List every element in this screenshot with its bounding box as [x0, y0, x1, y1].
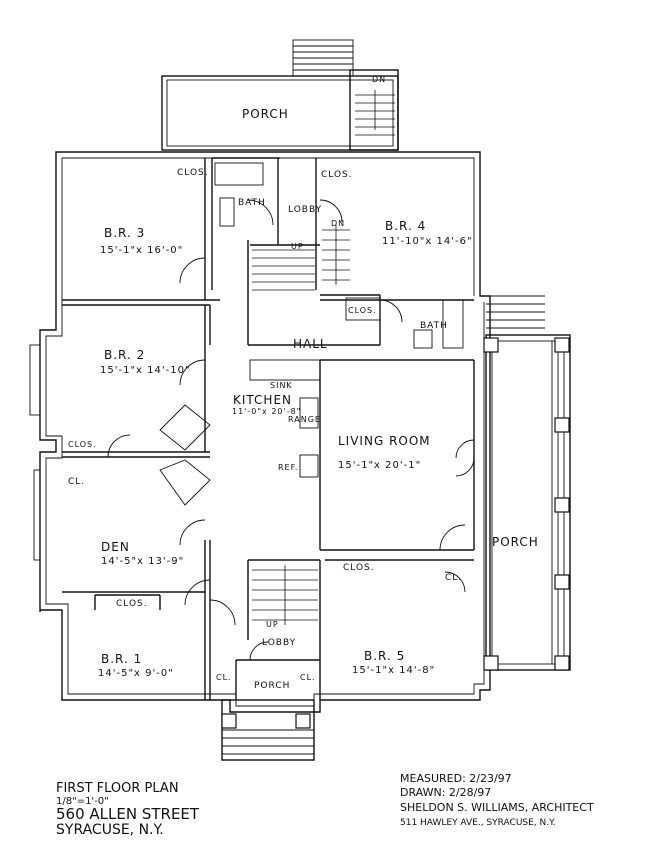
plan-address: 560 ALLEN STREET: [56, 805, 200, 823]
title-block: FIRST FLOOR PLAN 1/8"=1'-0" 560 ALLEN ST…: [56, 772, 594, 838]
door-swings: [107, 199, 475, 661]
clos-br5-label: CLOS.: [343, 563, 375, 573]
architect-name: SHELDON S. WILLIAMS, ARCHITECT: [400, 801, 594, 814]
dn-stair-label: DN: [331, 219, 345, 228]
room-labels: PORCH DN CLOS. BATH LOBBY CLOS. DN UP B.…: [68, 75, 539, 691]
den-label: DEN: [101, 540, 130, 554]
up-top-label: UP: [291, 242, 304, 251]
cl-b1-label: CL.: [216, 673, 232, 682]
plan-scale: 1/8"=1'-0": [56, 796, 109, 807]
clos-left-label: CLOS.: [68, 440, 97, 449]
range-label: RANGE: [288, 415, 321, 424]
up-bottom-label: UP: [266, 620, 279, 629]
living-room-label: LIVING ROOM: [338, 434, 431, 448]
br5-dimensions: 15'-1"x 14'-8": [352, 665, 435, 676]
kitchen-dimensions: 11'-0"x 20'-8": [232, 407, 301, 416]
br4-dimensions: 11'-10"x 14'-6": [382, 236, 473, 247]
measured-date: MEASURED: 2/23/97: [400, 772, 512, 785]
clos-br3-label: CLOS.: [177, 168, 209, 178]
porch-right-label: PORCH: [492, 535, 539, 549]
plan-title: FIRST FLOOR PLAN: [56, 781, 179, 796]
bath-right-label: BATH: [420, 321, 448, 331]
br1-dimensions: 14'-5"x 9'-0": [98, 668, 174, 679]
ref-label: REF.: [278, 463, 298, 472]
kitchen-label: KITCHEN: [233, 393, 292, 407]
cl-left-label: CL.: [68, 477, 85, 487]
den-dimensions: 14'-5"x 13'-9": [101, 556, 184, 567]
porch-bottom-label: PORCH: [254, 681, 290, 691]
sink-label: SINK: [270, 381, 293, 390]
br3-label: B.R. 3: [104, 226, 145, 240]
walls: [29, 39, 571, 761]
clos-mid-label: CLOS.: [348, 306, 377, 315]
br3-dimensions: 15'-1"x 16'-0": [100, 245, 183, 256]
drawn-date: DRAWN: 2/28/97: [400, 786, 491, 799]
lobby-top-label: LOBBY: [288, 205, 322, 215]
dn-top-label: DN: [372, 75, 386, 84]
cl-b2-label: CL.: [300, 673, 316, 682]
cl-br5-label: CL.: [445, 573, 462, 583]
clos-br4-label: CLOS.: [321, 170, 353, 180]
br1-label: B.R. 1: [101, 652, 142, 666]
architect-address: 511 HAWLEY AVE., SYRACUSE, N.Y.: [400, 818, 556, 828]
br5-label: B.R. 5: [364, 649, 405, 663]
plan-city: SYRACUSE, N.Y.: [56, 822, 164, 838]
br4-label: B.R. 4: [385, 219, 426, 233]
hall-label: HALL: [293, 337, 328, 351]
bath-top-label: BATH: [238, 198, 266, 208]
clos-den-label: CLOS.: [116, 599, 148, 609]
br2-dimensions: 15'-1"x 14'-10": [100, 365, 191, 376]
lobby-bottom-label: LOBBY: [262, 638, 296, 648]
br2-label: B.R. 2: [104, 348, 145, 362]
porch-columns: [221, 337, 570, 729]
porch-top-label: PORCH: [242, 107, 289, 121]
living-room-dimensions: 15'-1"x 20'-1": [338, 460, 421, 471]
